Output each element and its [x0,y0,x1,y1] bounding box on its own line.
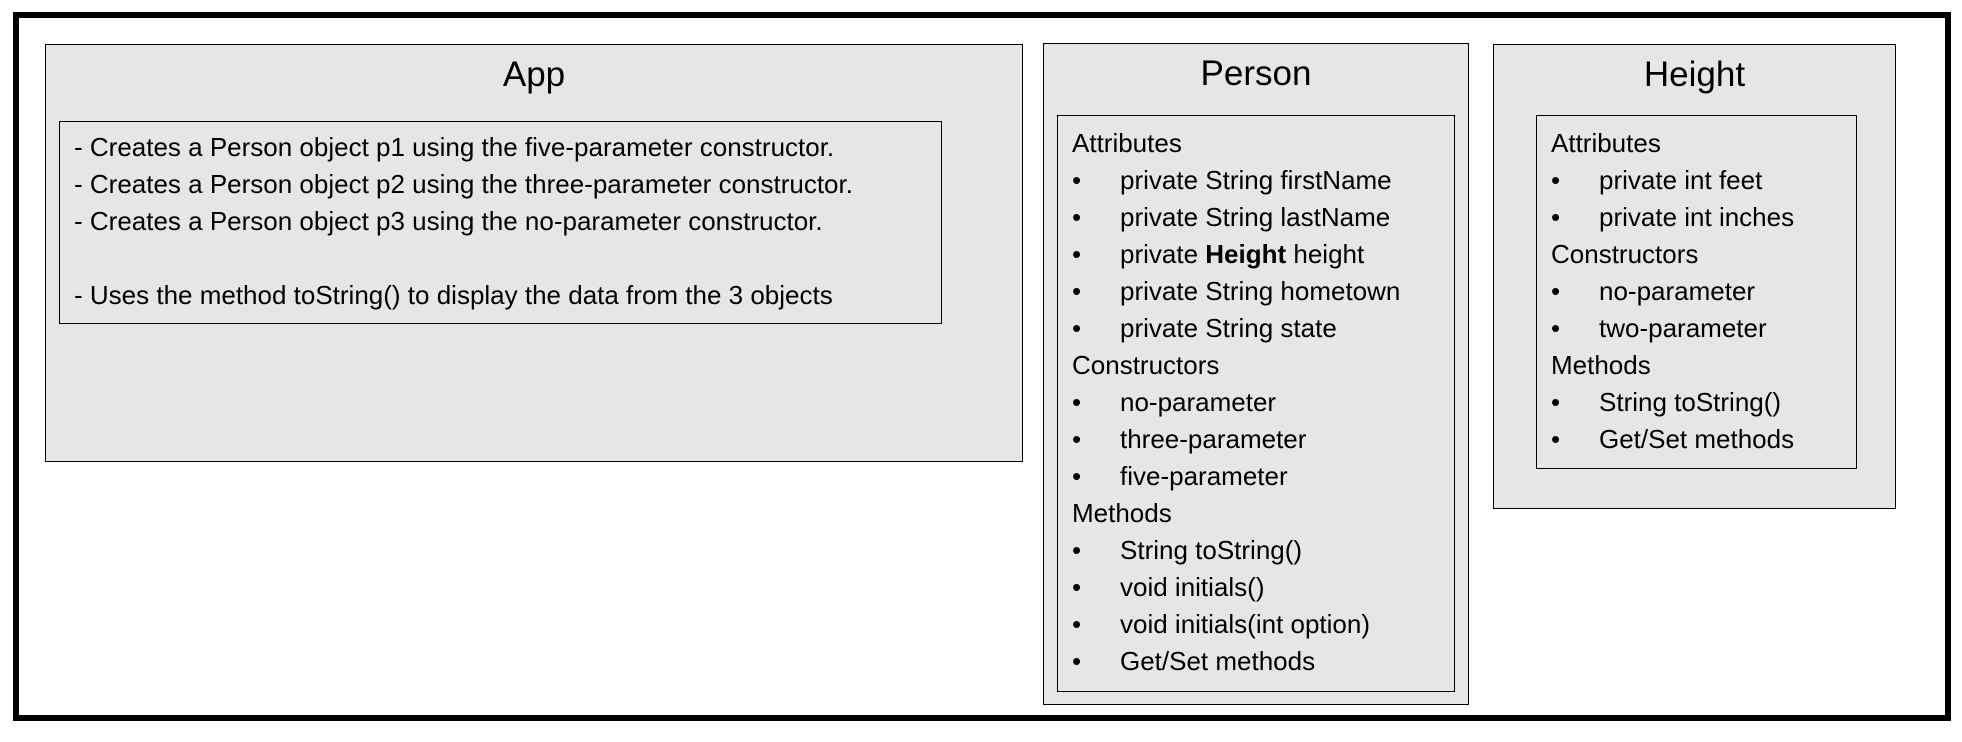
height-class-box: Height Attributes • private int feet • p… [1493,44,1896,509]
bullet: • [1072,535,1082,565]
bullet: • [1072,609,1082,639]
app-line-3: - Creates a Person object p3 using the n… [74,206,823,236]
person-members-box: Attributes • private String firstName • … [1057,115,1455,692]
person-attributes-label: Attributes [1072,128,1182,158]
bullet: • [1072,202,1082,232]
app-line-5: - Uses the method toString() to display … [74,280,833,310]
app-class-title: App [502,55,566,94]
height-type-bold: Height [1205,239,1287,269]
person-constructors-label: Constructors [1072,350,1220,380]
bullet: • [1551,165,1561,195]
bullet: • [1072,572,1082,602]
height-constructors-label: Constructors [1551,239,1699,269]
bullet: • [1551,276,1561,306]
person-class-title: Person [1200,54,1312,93]
app-line-1: - Creates a Person object p1 using the f… [74,132,835,162]
person-methods-label: Methods [1072,498,1172,528]
app-line-2: - Creates a Person object p2 using the t… [74,169,853,199]
height-methods-label: Methods [1551,350,1651,380]
person-class-box: Person Attributes • private String first… [1043,43,1469,705]
bullet: • [1551,202,1561,232]
bullet: • [1072,646,1082,676]
app-description-box: - Creates a Person object p1 using the f… [59,121,942,324]
bullet: • [1072,424,1082,454]
bullet: • [1072,239,1082,269]
height-attributes-label: Attributes [1551,128,1661,158]
bullet: • [1072,387,1082,417]
height-class-title: Height [1643,55,1746,94]
app-class-box: App - Creates a Person object p1 using t… [45,44,1023,462]
bullet: • [1072,276,1082,306]
bullet: • [1072,313,1082,343]
bullet: • [1551,387,1561,417]
bullet: • [1072,165,1082,195]
height-members-box: Attributes • private int feet • private … [1536,115,1857,469]
bullet: • [1551,313,1561,343]
bullet: • [1072,461,1082,491]
bullet: • [1551,424,1561,454]
